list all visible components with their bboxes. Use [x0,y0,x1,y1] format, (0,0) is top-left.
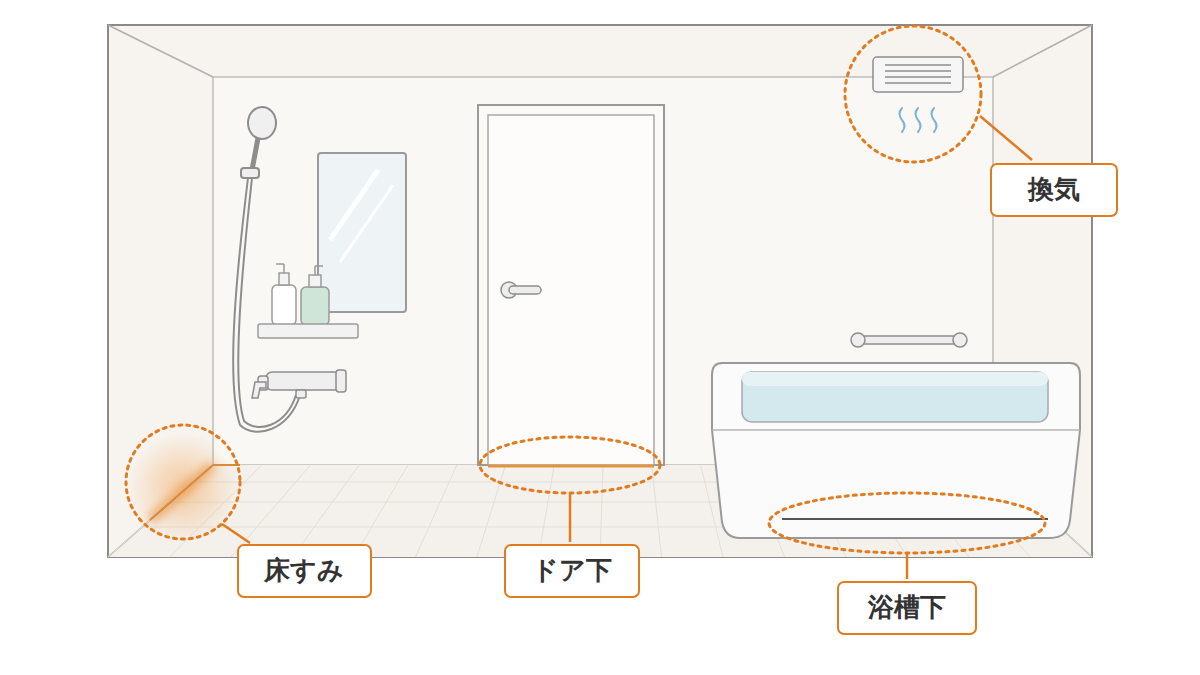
door-band [486,460,656,474]
label-text: ドア下 [532,555,612,586]
callout-rings [126,26,1045,553]
bathtub [712,363,1080,538]
tub-band [782,518,1048,538]
callout-label: 床すみ [237,544,372,598]
grab-bar [851,333,967,347]
door-gap [488,465,654,468]
callout-label: ドア下 [504,544,640,598]
label-text: 浴槽下 [868,592,946,623]
door [478,105,664,465]
bottles [272,264,329,325]
label-text: 床すみ [264,555,344,586]
vent-fan [873,57,963,132]
label-text: 換気 [1028,174,1080,205]
leader-lines [222,116,1032,579]
faucet [252,370,346,398]
tub-gap [782,518,1048,520]
callout-label: 浴槽下 [837,581,977,635]
mirror [318,153,406,312]
corner-glow [128,433,238,543]
shelf [258,324,358,338]
room-outline [108,25,1092,557]
corner-band [150,465,213,520]
callout-label: 換気 [990,163,1118,217]
corner-line [150,465,213,520]
room-edges [108,25,1092,557]
